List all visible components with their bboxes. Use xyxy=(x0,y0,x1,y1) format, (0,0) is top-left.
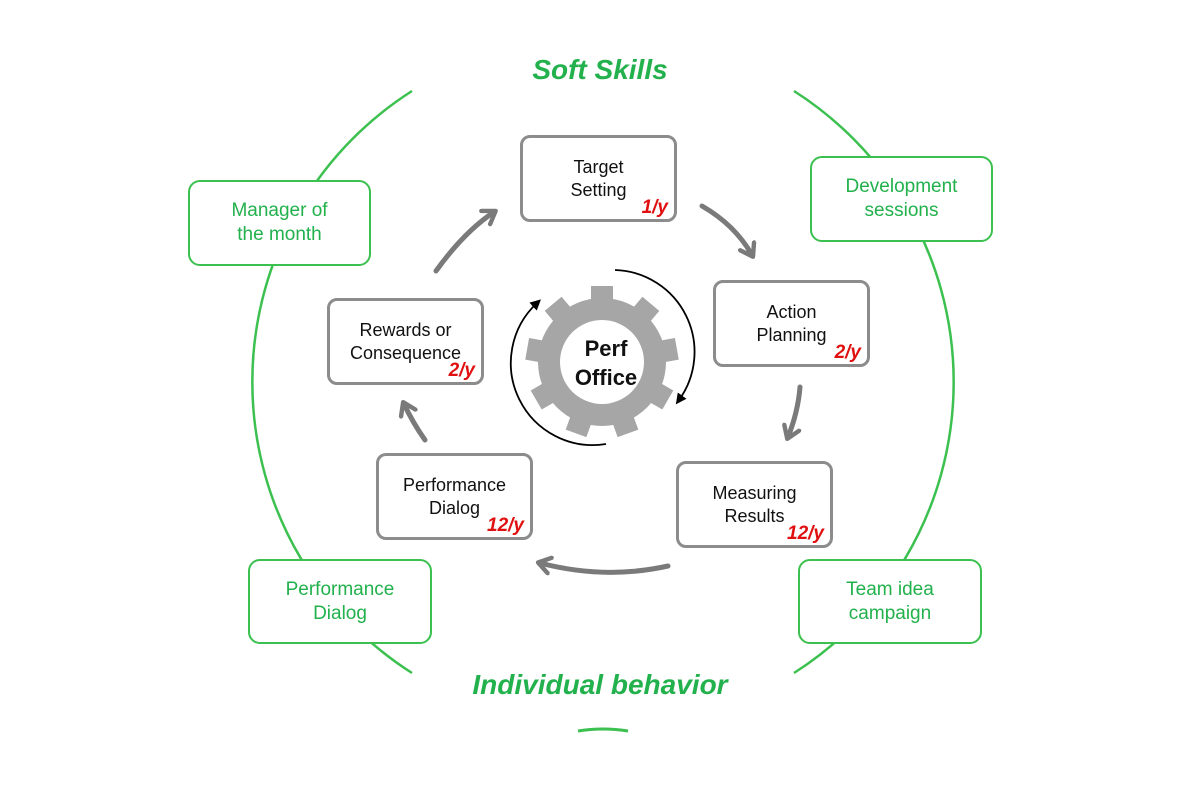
frequency-badge: 2/y xyxy=(448,360,475,381)
gear-center-label: Perf Office xyxy=(574,336,638,390)
arrow-action-to-measuring xyxy=(788,384,803,437)
step-label: Performance Dialog xyxy=(402,474,507,518)
arrow-rewards-to-target xyxy=(433,212,494,274)
outer-box-performance-dialog: Performance Dialog xyxy=(248,559,432,644)
frequency-badge: 2/y xyxy=(834,342,861,363)
outer-box-team-idea-campaign: Team idea campaign xyxy=(798,559,982,644)
outer-box-development-sessions: Development sessions xyxy=(810,156,993,242)
outer-box-label: Performance Dialog xyxy=(285,578,395,624)
step-label: Action Planning xyxy=(756,301,827,345)
arrow-dialog-to-rewards xyxy=(404,404,428,443)
frequency-badge: 12/y xyxy=(787,523,824,544)
heading-individual-behavior: Individual behavior xyxy=(472,669,728,700)
frequency-badge: 12/y xyxy=(487,515,524,536)
cycle-arrows xyxy=(404,203,803,572)
outer-box-label: Team idea campaign xyxy=(846,578,934,624)
step-action-planning: Action Planning 2/y xyxy=(713,280,870,367)
arrow-measuring-to-dialog xyxy=(540,563,671,572)
step-label: Target Setting xyxy=(570,156,627,200)
bottom-mark xyxy=(577,727,629,733)
step-label: Rewards or Consequence xyxy=(349,319,462,363)
rotation-arrows xyxy=(509,269,696,446)
heading-soft-skills: Soft Skills xyxy=(532,54,668,85)
step-performance-dialog: Performance Dialog 12/y xyxy=(376,453,533,540)
outer-box-label: Development sessions xyxy=(845,176,958,221)
outer-box-manager-of-the-month: Manager of the month xyxy=(188,180,371,266)
step-label: Measuring Results xyxy=(712,482,797,526)
step-target-setting: Target Setting 1/y xyxy=(520,135,677,222)
step-rewards-or-consequence: Rewards or Consequence 2/y xyxy=(327,298,484,385)
gear-icon xyxy=(525,286,679,438)
frequency-badge: 1/y xyxy=(641,197,668,218)
arrow-target-to-action xyxy=(699,203,752,255)
step-measuring-results: Measuring Results 12/y xyxy=(676,461,833,548)
outer-box-label: Manager of the month xyxy=(231,200,328,245)
